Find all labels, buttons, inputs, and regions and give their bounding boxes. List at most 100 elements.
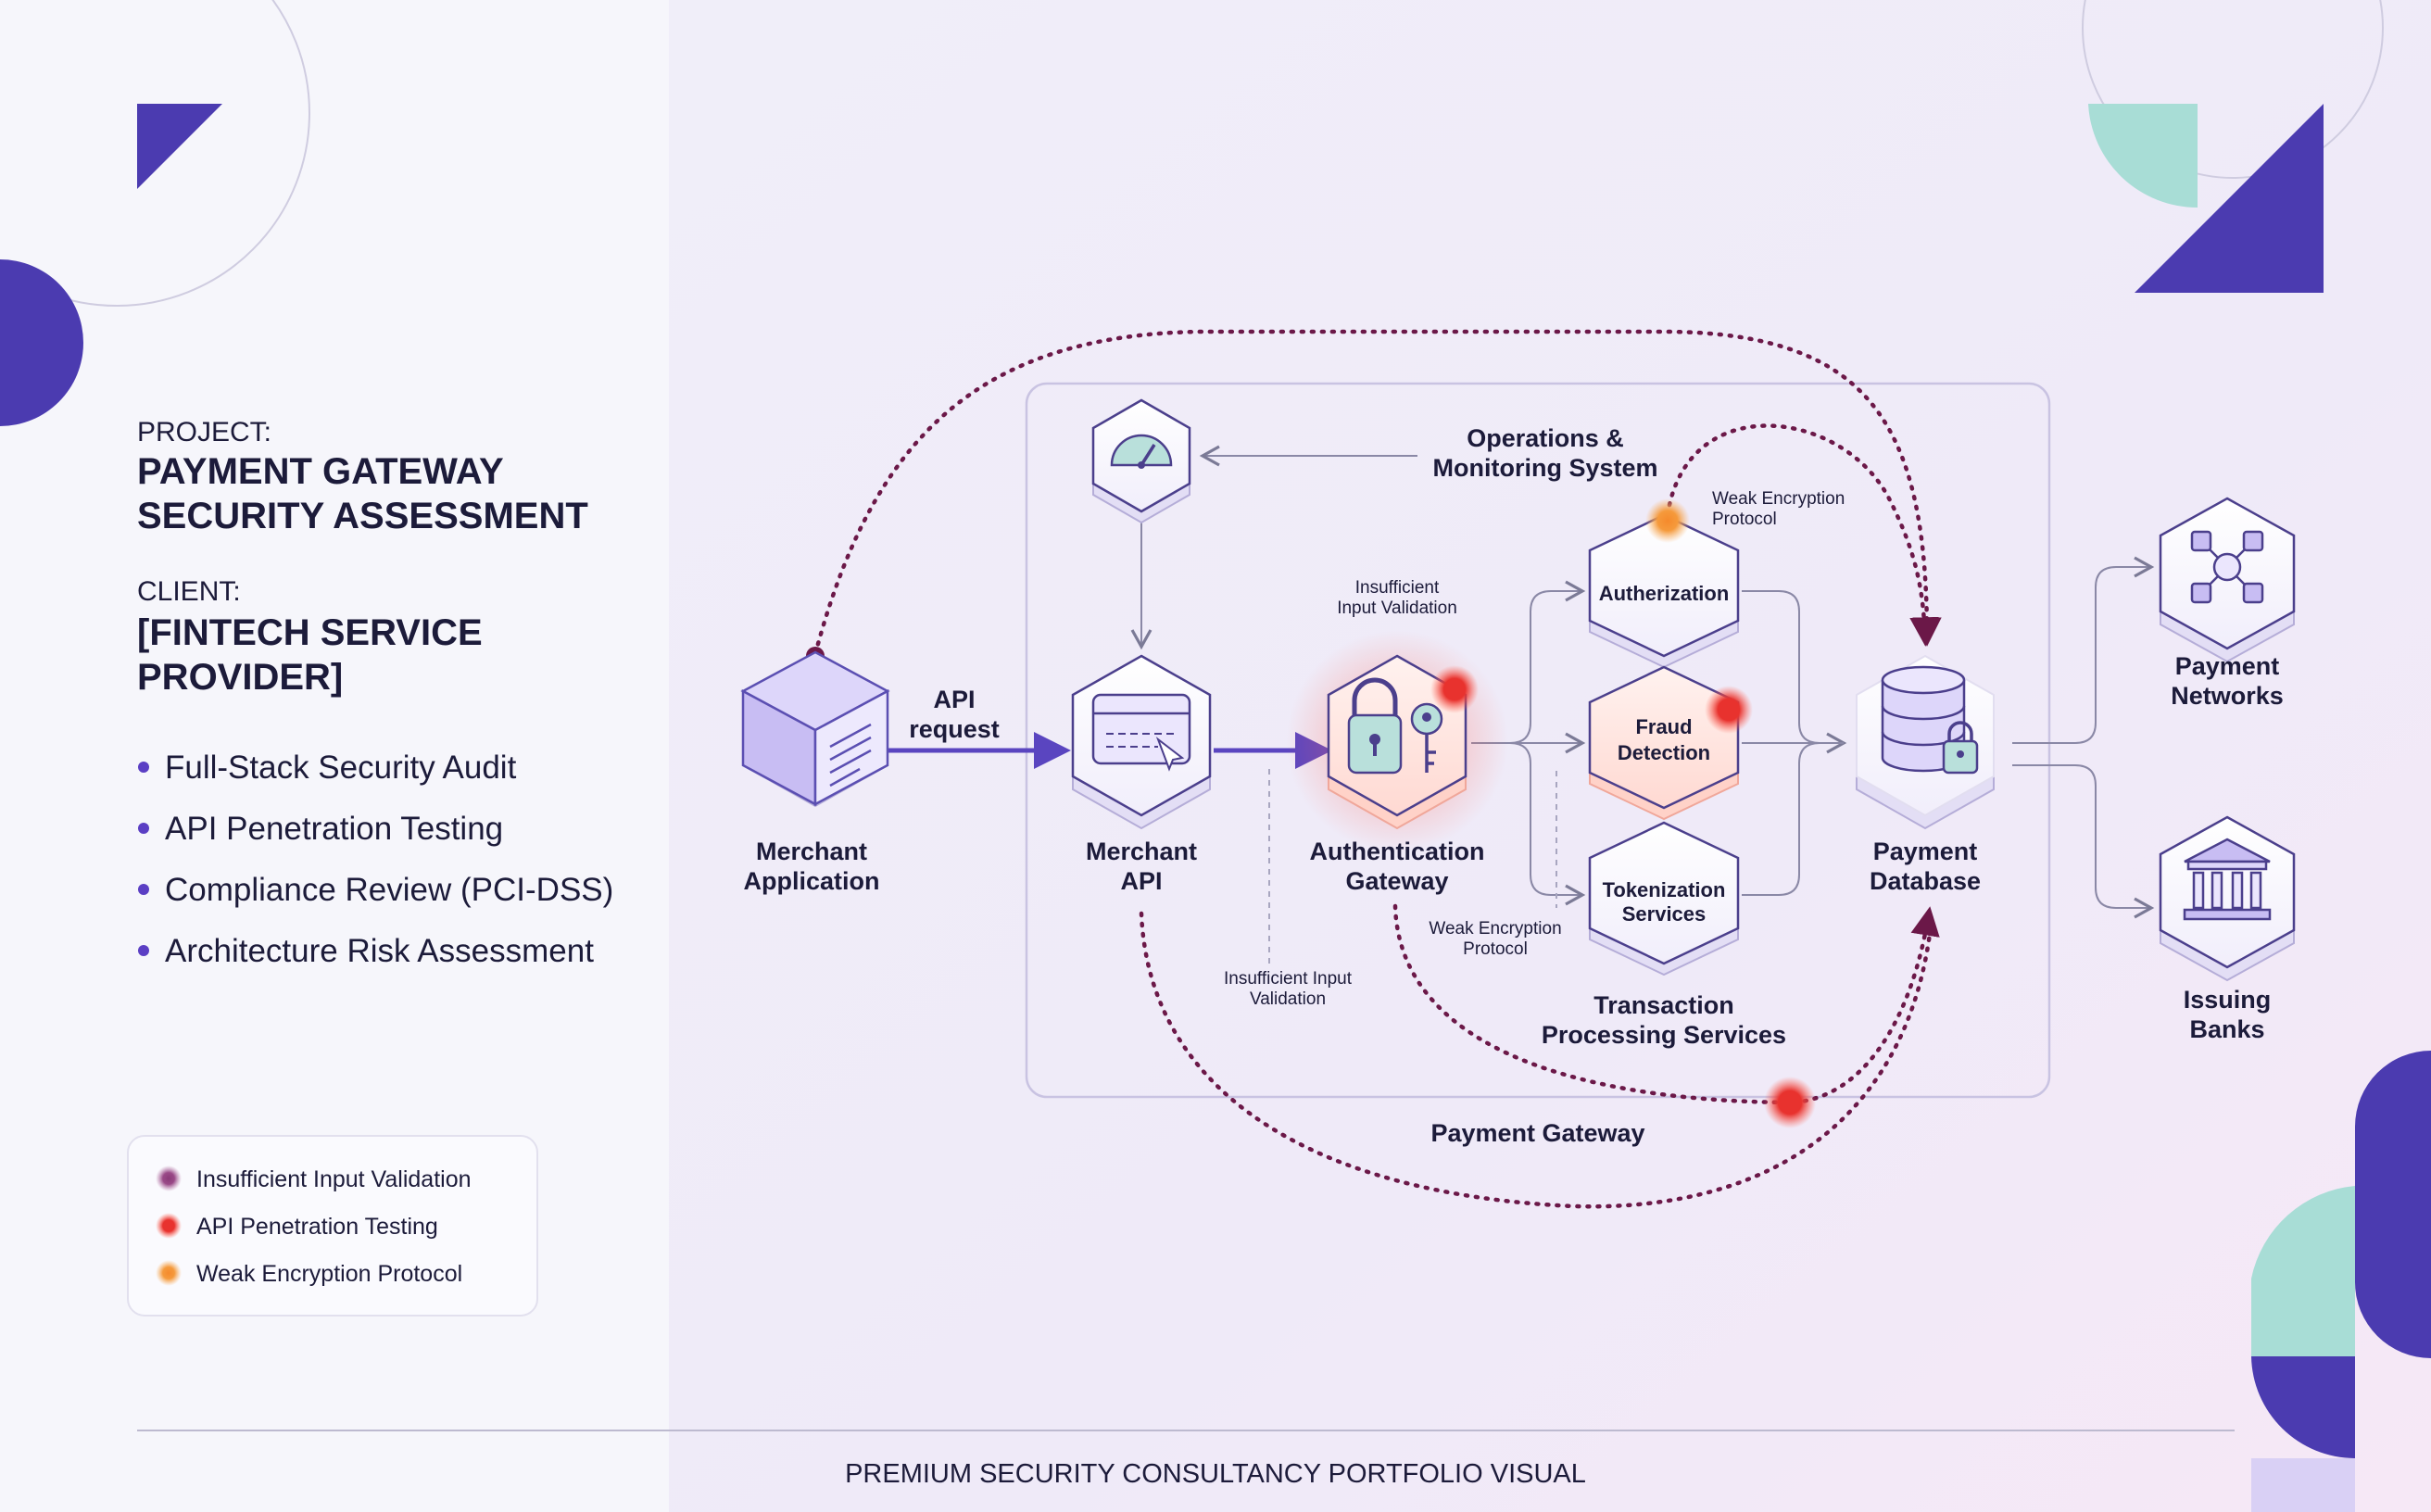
annotation-insufficient-bottom-2: Validation [1250,989,1326,1009]
txn-label-1: Transaction [1593,991,1734,1019]
threat-dot-red [1705,686,1753,734]
fraud-node[interactable]: Fraud Detection [1588,665,1753,821]
token-hex [1588,821,1740,965]
db-label-1: Payment [1873,838,1978,865]
networks-label-1: Payment [2175,652,2280,680]
authz-label: Autherization [1599,582,1730,605]
services-list: Full-Stack Security Audit API Penetratio… [138,750,613,969]
client-label: CLIENT: [137,576,241,607]
legend-label: Insufficient Input Validation [196,1166,472,1192]
token-label-2: Services [1622,902,1707,926]
lock-key-icon [1347,677,1443,775]
threat-dot-orange [1645,498,1690,543]
banks-label-2: Banks [2189,1015,2264,1043]
authorization-node[interactable]: Autherization [1588,498,1740,669]
legend-dot-orange [156,1260,182,1286]
ops-monitor-node[interactable] [1091,398,1191,524]
threat-path-top [812,329,1942,657]
project-title-line1: PAYMENT GATEWAY [137,451,504,492]
merchant-api-label-2: API [1120,867,1162,895]
project-title-line2: SECURITY ASSESSMENT [137,496,588,536]
payment-gateway-boundary [1025,382,2051,1099]
annotation-weak-enc-top-1: Weak Encryption [1712,489,1845,509]
db-label-2: Database [1870,867,1981,895]
payment-networks-node[interactable]: Payment Networks [2159,497,2296,710]
decor-triangle [137,104,222,189]
token-to-db [1742,742,1844,896]
decor-half-circle [0,259,83,426]
merchant-app-node[interactable]: Merchant Application [740,650,890,895]
footer-text: PREMIUM SECURITY CONSULTANCY PORTFOLIO V… [845,1459,1586,1489]
service-item: Architecture Risk Assessment [165,933,594,969]
legend-dot-purple [156,1166,182,1191]
auth-label-1: Authentication [1310,838,1485,865]
client-line1: [FINTECH SERVICE [137,612,483,653]
txn-label-2: Processing Services [1542,1021,1786,1049]
bullet-icon [138,823,149,834]
client-line2: PROVIDER] [137,657,343,698]
legend-label: Weak Encryption Protocol [196,1261,462,1287]
legend-box [127,1135,538,1317]
decor-circle-outline-right [2082,0,2384,179]
payment-db-node[interactable]: Payment Database [1856,654,1995,895]
ops-label-2: Monitoring System [1432,454,1657,482]
auth-gateway-node[interactable]: Authentication Gateway [1286,630,1508,895]
auth-label-2: Gateway [1345,867,1448,895]
annotation-insufficient-top-2: Input Validation [1337,598,1457,618]
merchant-api-node[interactable]: Merchant API [1071,654,1212,895]
fraud-label-1: Fraud [1635,715,1692,738]
annotation-weak-enc-top-2: Protocol [1712,510,1777,529]
network-icon [2190,530,2264,604]
annotation-insufficient-top-1: Insufficient [1355,578,1440,598]
api-request-label-1: API [933,686,975,713]
decor-bottom-block [2251,1458,2355,1512]
fraud-label-2: Detection [1618,741,1710,764]
merchant-app-label-1: Merchant [756,838,867,865]
auth-to-authz [1471,580,1586,744]
decor-teal-quarter [2088,104,2198,208]
db-to-banks [2012,764,2155,919]
service-item: Compliance Review (PCI-DSS) [165,872,613,908]
merchant-api-label-1: Merchant [1086,838,1197,865]
gauge-icon [1110,434,1173,469]
decor-circle-outline [0,0,310,307]
credit-card-icon [1091,693,1191,772]
bank-icon [2183,838,2272,921]
networks-label-2: Networks [2171,682,2284,710]
server-box-icon [740,650,890,807]
banks-label-1: Issuing [2184,986,2272,1014]
database-lock-icon [1881,665,1979,775]
service-item: Full-Stack Security Audit [165,750,517,786]
threat-dot-red [1430,665,1479,713]
legend-label: API Penetration Testing [196,1214,438,1240]
db-to-networks [2012,556,2155,744]
banks-hex [2159,815,2296,969]
bullet-icon [138,762,149,773]
decor-bottom-quarter [2251,1356,2355,1458]
legend: Insufficient Input Validation API Penetr… [127,1135,538,1317]
threat-path-weak [1665,423,1939,647]
annotation-weak-enc-mid-1: Weak Encryption [1429,919,1561,939]
tokenization-node[interactable]: Tokenization Services [1588,821,1740,976]
decor-teal-circle [2251,1186,2355,1356]
authz-to-db [1742,590,1844,744]
api-request-label-2: request [909,715,1000,743]
merchant-app-label-2: Application [744,867,880,895]
threat-path-api [1139,911,1933,1209]
auth-to-token [1509,742,1586,906]
annotation-insufficient-bottom-1: Insufficient Input [1224,969,1353,989]
project-label: PROJECT: [137,417,271,447]
bullet-icon [138,884,149,895]
legend-dot-red [156,1213,182,1239]
token-label-1: Tokenization [1603,878,1726,901]
issuing-banks-node[interactable]: Issuing Banks [2159,815,2296,1043]
threat-path-auth [1392,903,1940,1105]
bullet-icon [138,945,149,956]
threat-dot-red [1764,1077,1816,1128]
ops-label-1: Operations & [1467,424,1624,452]
connectors [1130,445,2155,964]
annotation-weak-enc-mid-2: Protocol [1463,939,1528,959]
decor-pill [2355,1051,2431,1358]
authz-hex [1588,513,1740,658]
